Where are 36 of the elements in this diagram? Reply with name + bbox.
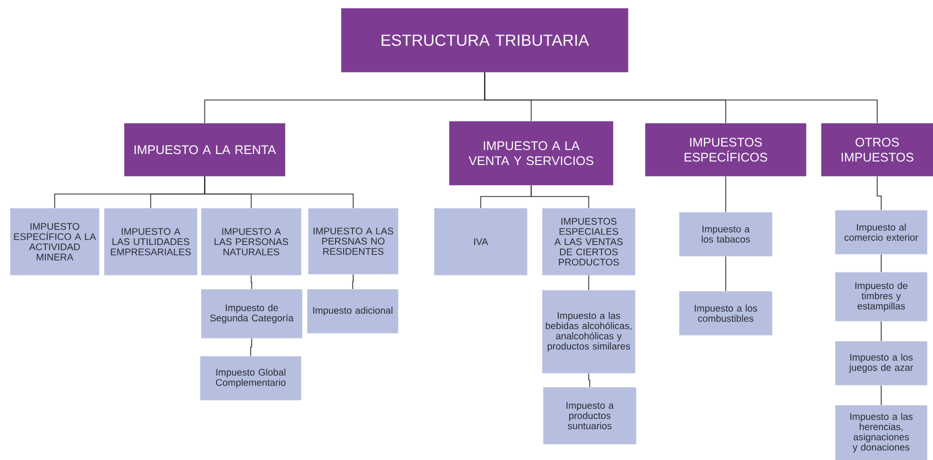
connector-line [250, 338, 252, 356]
tax-box: IMPUESTO A LAS PERSONAS NATURALES [201, 208, 302, 276]
category-box: OTROS IMPUESTOS [821, 123, 933, 176]
connector-line [530, 185, 590, 208]
connector-line [588, 373, 590, 388]
connector-line [725, 256, 726, 292]
tax-box: Impuesto de Segunda Categoría [201, 289, 302, 338]
tax-box: Impuesto Global Complementario [200, 356, 302, 400]
connector-line [250, 275, 252, 290]
tax-box: Impuesto al comercio exterior [835, 210, 928, 254]
connector-line [352, 274, 354, 290]
connector-line [204, 176, 354, 208]
category-box: IMPUESTO A LA RENTA [124, 123, 286, 176]
connector-line [588, 275, 590, 290]
title-box: ESTRUCTURA TRIBUTARIA [341, 8, 628, 72]
tax-box: IVA [434, 208, 528, 276]
connector-line [880, 385, 882, 406]
tax-box: Impuesto a las bebidas alcohólicas, analcohólicas y productos similares [542, 290, 636, 374]
connector-line [880, 321, 882, 342]
tax-box: Impuesto a las herencias, asignaciones y donaciones [835, 405, 928, 460]
connector-line [876, 176, 882, 210]
category-box: IMPUESTO A LA VENTA Y SERVICIOS [449, 121, 614, 186]
connector-line [725, 176, 726, 212]
tax-box: Impuesto a los combustibles [679, 291, 772, 336]
tax-box: IMPUESTO ESPECÍFICO A LA ACTIVIDAD MINERA [10, 208, 100, 276]
tax-box: Impuesto adicional [307, 289, 398, 334]
tax-box: IMPUESTOS ESPECIALES A LAS VENTAS DE CIERTOS PRODUCTOS [542, 208, 636, 276]
tax-box: Impuesto a los tabacos [679, 212, 772, 256]
tax-box: Impuesto de timbres y estampillas [835, 272, 928, 322]
tax-box: Impuesto a productos suntuarios [543, 387, 636, 444]
tax-box: IMPUESTO A LAS UTILIDADES EMPRESARIALES [104, 208, 198, 276]
connector-line [880, 254, 882, 272]
connector-line [484, 72, 878, 124]
category-box: IMPUESTOS ESPECÍFICOS [645, 123, 806, 176]
tax-box: Impuesto a los juegos de azar [835, 341, 928, 386]
tax-box: IMPUESTO A LAS PERSNAS NO RESIDENTES [308, 208, 398, 274]
